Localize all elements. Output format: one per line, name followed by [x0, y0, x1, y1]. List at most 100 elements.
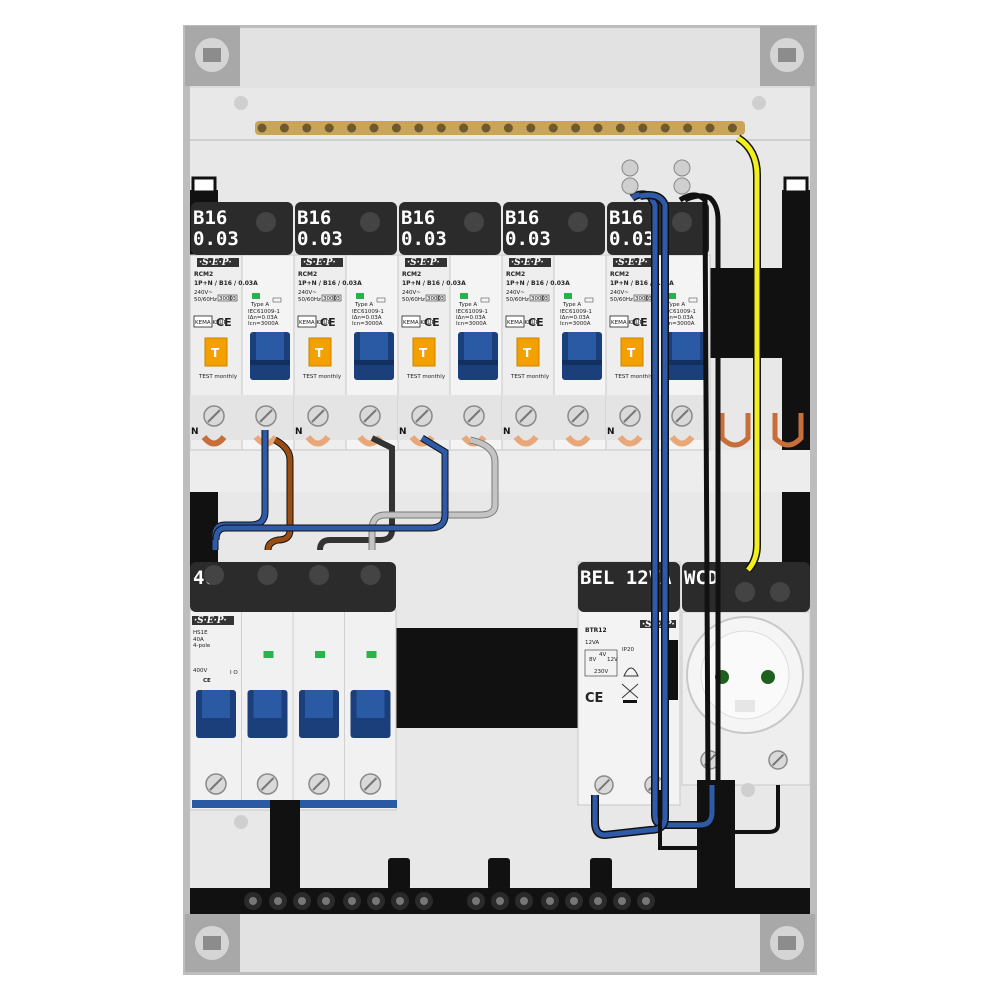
capacity-box — [633, 294, 647, 302]
busbar-screw-center — [520, 897, 528, 905]
socket-outlet[interactable] — [686, 616, 804, 734]
main-switch-rating: 40A — [193, 637, 204, 643]
busbar-hole — [459, 123, 469, 133]
wire-black-feed-2 — [678, 192, 711, 781]
screw-slot — [312, 777, 326, 791]
voltage-text: 240V~ — [298, 290, 317, 296]
rcbo-toggle[interactable] — [666, 332, 706, 380]
toggle-edge — [666, 360, 706, 365]
screw-slot — [519, 409, 533, 423]
busbar-screw-center — [618, 897, 626, 905]
main-switch-toggle[interactable] — [247, 690, 288, 738]
neutral-mark: N — [399, 427, 407, 437]
busbar-screw-center — [472, 897, 480, 905]
neutral-terminal-screw — [619, 405, 641, 427]
rcbo-toggle[interactable] — [250, 332, 290, 380]
toggle-edge — [458, 360, 498, 365]
neutral-mark: N — [191, 427, 199, 437]
phase-terminal-screw — [671, 405, 693, 427]
main-switch-toggle[interactable] — [196, 690, 236, 738]
model-text: RCM2 — [194, 271, 213, 278]
screw-slot — [363, 777, 378, 791]
rating-text: 1P+N / B16 / 0.03A — [610, 280, 674, 287]
rcbo-label-sensitivity: 0.03 — [609, 228, 655, 250]
capacity-box — [529, 294, 543, 302]
phase-terminal-screw — [463, 405, 485, 427]
frequency-text: 50/60Hz — [402, 297, 425, 303]
busbar-screw-center — [372, 897, 380, 905]
brand-bar — [301, 258, 343, 267]
neutral-links — [201, 435, 695, 447]
busbar-screw-center — [298, 897, 306, 905]
neutral-mark: N — [607, 427, 615, 437]
capacity-box-text: 3000 — [635, 296, 649, 302]
test-monthly-text: TEST monthly — [510, 374, 550, 380]
main-switch-toggle[interactable] — [299, 690, 339, 738]
toggle-lever — [256, 332, 284, 360]
main-switch-terminal-screw — [205, 773, 227, 795]
backplate-screw — [752, 96, 766, 110]
main-switch-toggle[interactable] — [350, 690, 391, 738]
test-button[interactable] — [620, 337, 644, 367]
type-text: Type A — [562, 302, 581, 308]
rcbo-toggle[interactable] — [562, 332, 602, 380]
brand-text: ·S·E·P· — [407, 258, 440, 268]
test-button[interactable] — [204, 337, 228, 367]
test-button-label: T — [315, 346, 324, 360]
busbar-hole — [660, 123, 670, 133]
neutral-mark: N — [295, 427, 303, 437]
brand-text: ·S·E·P· — [511, 258, 544, 268]
kema-text: KEMA KEUR — [611, 320, 643, 326]
bottom-cover — [240, 912, 760, 972]
test-monthly-text: TEST monthly — [614, 374, 654, 380]
main-switch-label-strip — [190, 562, 396, 612]
screw-slot — [771, 753, 785, 767]
test-button[interactable] — [412, 337, 436, 367]
capacity-box — [321, 294, 335, 302]
type-a-symbol — [376, 297, 386, 303]
rating-text: 1P+N / B16 / 0.03A — [194, 280, 258, 287]
busbar-hole — [324, 123, 334, 133]
busbar-screw-center — [348, 897, 356, 905]
socket-earth-clip — [735, 700, 755, 712]
frequency-text: 50/60Hz — [194, 297, 217, 303]
frequency-text: 50/60Hz — [298, 297, 321, 303]
capacity-box-text: 3000 — [531, 296, 545, 302]
spare-link-1 — [719, 413, 751, 448]
test-button[interactable] — [516, 337, 540, 367]
neutral-terminal-screw — [203, 405, 225, 427]
test-button[interactable] — [308, 337, 332, 367]
kema-mark — [297, 315, 317, 328]
status-led — [356, 293, 364, 299]
screw-slot — [311, 409, 325, 423]
weee-bar — [623, 700, 637, 703]
rcbo-label-rating: B16 — [401, 207, 435, 229]
backplate-screw — [234, 815, 248, 829]
rcbo-label-sensitivity: 0.03 — [505, 228, 551, 250]
test-button-label: T — [627, 346, 636, 360]
rcbo-label-rating: B16 — [609, 207, 643, 229]
toggle-lever — [356, 690, 385, 718]
test-button-label: T — [419, 346, 428, 360]
busbar-screw-center — [496, 897, 504, 905]
status-led — [460, 293, 468, 299]
rcbo-toggle[interactable] — [458, 332, 498, 380]
voltage-text: 240V~ — [402, 290, 421, 296]
screw-slot — [259, 409, 273, 423]
busbar-hole — [481, 123, 491, 133]
type-text: Type A — [666, 302, 685, 308]
rcbo-toggle[interactable] — [354, 332, 394, 380]
small-slot-right — [783, 176, 809, 194]
icn-text: Icn=3000A — [352, 321, 383, 327]
rcbo-label-sensitivity: 0.03 — [193, 228, 239, 250]
busbar-hole — [638, 123, 648, 133]
idn-text: IΔn=0.03A — [352, 315, 382, 321]
busbar-hole — [347, 123, 357, 133]
bell-ip: IP20 — [622, 647, 634, 653]
rcbo-label-rating: B16 — [193, 207, 227, 229]
